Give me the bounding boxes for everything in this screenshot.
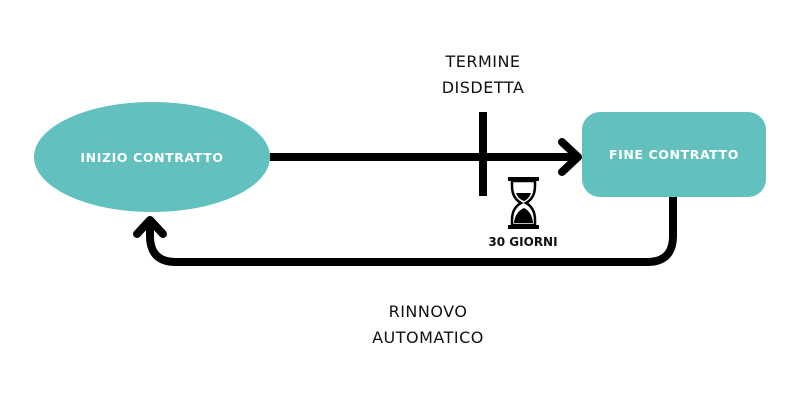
renewal-label: RINNOVO AUTOMATICO: [338, 299, 518, 351]
start-node-label: INIZIO CONTRATTO: [80, 149, 224, 165]
notice-label-line1: TERMINE: [445, 52, 521, 71]
hourglass-icon: [508, 177, 539, 229]
renewal-arrow: [133, 197, 677, 266]
start-node: INIZIO CONTRATTO: [34, 102, 270, 212]
notice-label-line2: DISDETTA: [441, 78, 525, 97]
notice-label: TERMINE DISDETTA: [403, 49, 563, 101]
end-node-label: FINE CONTRATTO: [608, 147, 740, 162]
renewal-label-line1: RINNOVO: [388, 302, 468, 321]
end-node: FINE CONTRATTO: [582, 112, 766, 197]
renewal-label-line2: AUTOMATICO: [372, 328, 484, 347]
duration-label: 30 GIORNI: [488, 235, 558, 249]
forward-arrow: [270, 138, 582, 176]
